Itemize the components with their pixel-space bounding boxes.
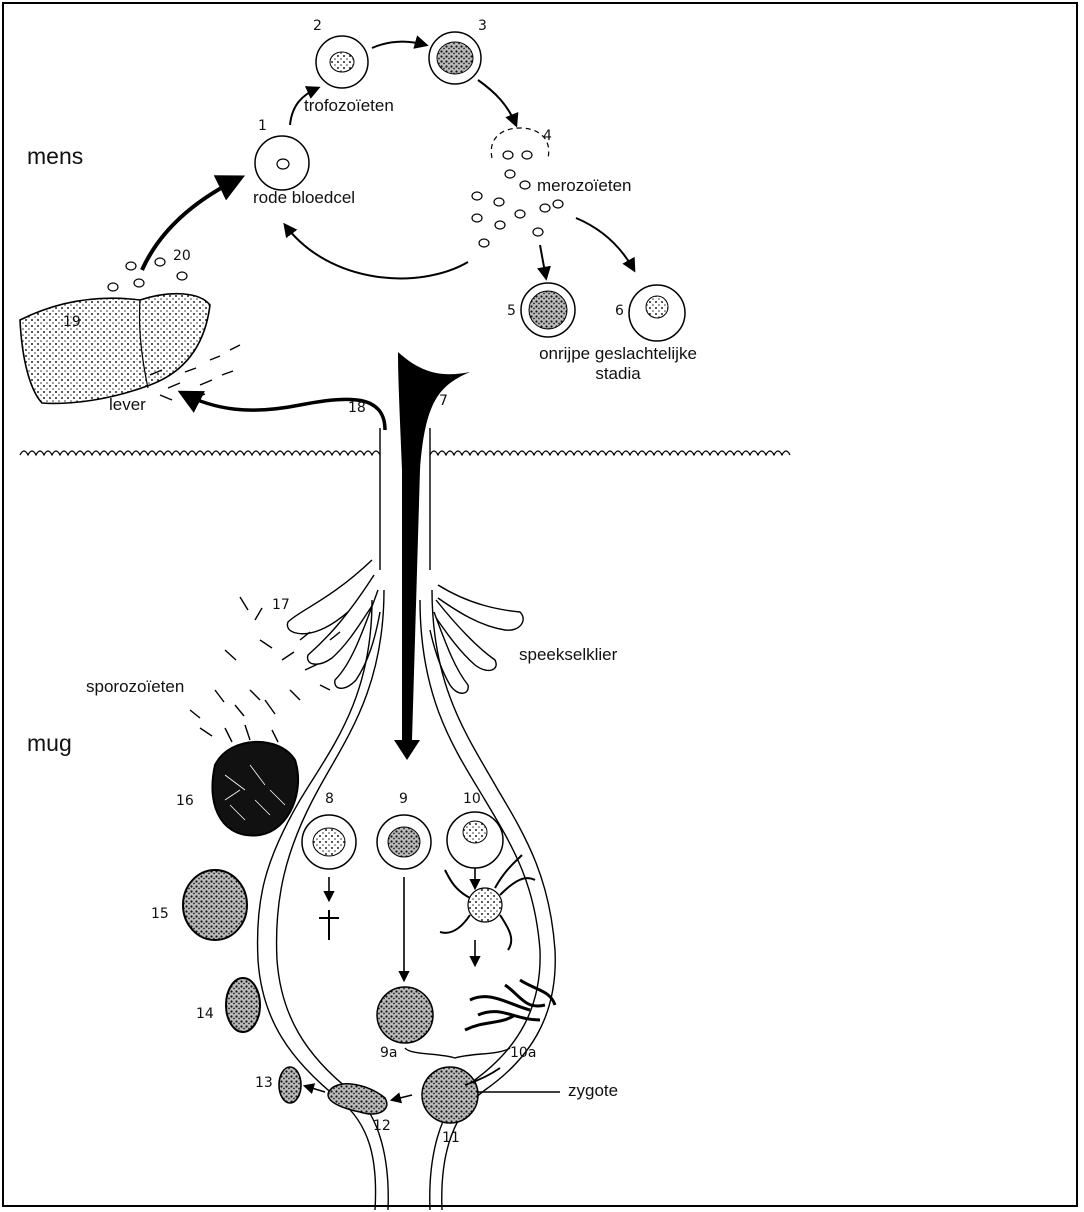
stage-9-gametocyte xyxy=(377,815,431,869)
stage-number-1: 1 xyxy=(258,118,267,134)
label-immature-sexual-stages-line2: stadia xyxy=(508,364,728,384)
stage-number-14: 14 xyxy=(196,1006,214,1022)
stage-number-9a: 9a xyxy=(380,1045,398,1061)
stage-number-5: 5 xyxy=(507,303,516,319)
stage-number-11: 11 xyxy=(442,1130,460,1146)
stage-number-6: 6 xyxy=(615,303,624,319)
label-red-blood-cell: rode bloedcel xyxy=(253,188,355,208)
stage-number-15: 15 xyxy=(151,906,169,922)
stage-3-trophozoite xyxy=(429,32,481,84)
stage-4-ruptured-cell xyxy=(491,128,549,158)
stage-number-3: 3 xyxy=(478,18,487,34)
label-trophozoites: trofozoïeten xyxy=(304,96,394,116)
region-label-human: mens xyxy=(27,143,83,170)
mosquito-arrows xyxy=(305,868,475,1100)
stage-5-immature-gametocyte xyxy=(521,283,575,337)
stage-11-zygote xyxy=(422,1067,500,1123)
stage-number-10: 10 xyxy=(463,791,481,807)
stage-number-17: 17 xyxy=(272,597,290,613)
stage-14-oocyst xyxy=(226,978,260,1032)
region-label-mosquito: mug xyxy=(27,730,72,757)
stage-10-exflagellation xyxy=(440,855,535,950)
stage-8-gametocyte xyxy=(302,815,356,869)
merozoites xyxy=(472,151,563,247)
stage-10a-microgametes xyxy=(465,980,555,1030)
stage-2-trophozoite xyxy=(316,36,368,88)
stage-number-9: 9 xyxy=(399,791,408,807)
stage-16-mature-oocyst xyxy=(212,742,298,836)
label-zygote: zygote xyxy=(568,1081,618,1101)
stage-number-20: 20 xyxy=(173,248,191,264)
label-salivary-gland: speekselklier xyxy=(519,645,617,665)
stage-13-oocyst xyxy=(279,1067,301,1103)
stage-number-16: 16 xyxy=(176,793,194,809)
stage-number-4: 4 xyxy=(543,128,552,144)
stage-1-red-blood-cell xyxy=(255,136,309,190)
brace xyxy=(405,1048,510,1058)
stage-number-18: 18 xyxy=(348,400,366,416)
label-immature-sexual-stages-line1: onrijpe geslachtelijke xyxy=(508,344,728,364)
stage-10-gametocyte xyxy=(447,812,503,868)
stage-number-7: 7 xyxy=(439,393,448,409)
stage-number-10a: 10a xyxy=(510,1045,536,1061)
stage-number-12: 12 xyxy=(373,1118,391,1134)
stage-number-8: 8 xyxy=(325,791,334,807)
stage-6-immature-gametocyte xyxy=(629,285,685,341)
stage-12-ookinete xyxy=(328,1084,387,1114)
label-merozoites: merozoïeten xyxy=(537,176,632,196)
stage-15-oocyst xyxy=(183,870,247,940)
label-immature-sexual-stages: onrijpe geslachtelijke stadia xyxy=(508,344,728,384)
stage-number-19: 19 xyxy=(63,314,81,330)
stage-number-2: 2 xyxy=(313,18,322,34)
cycle-arrows xyxy=(142,42,634,279)
dagger-symbol xyxy=(319,910,339,940)
salivary-gland-left xyxy=(287,560,380,688)
big-black-transmission-arrow xyxy=(394,352,470,760)
stage-number-13: 13 xyxy=(255,1075,273,1091)
label-sporozoites: sporozoïeten xyxy=(86,677,184,697)
liver-drawing xyxy=(20,294,210,404)
stage-9a-macrogamete xyxy=(377,987,433,1043)
label-liver: lever xyxy=(109,395,146,415)
